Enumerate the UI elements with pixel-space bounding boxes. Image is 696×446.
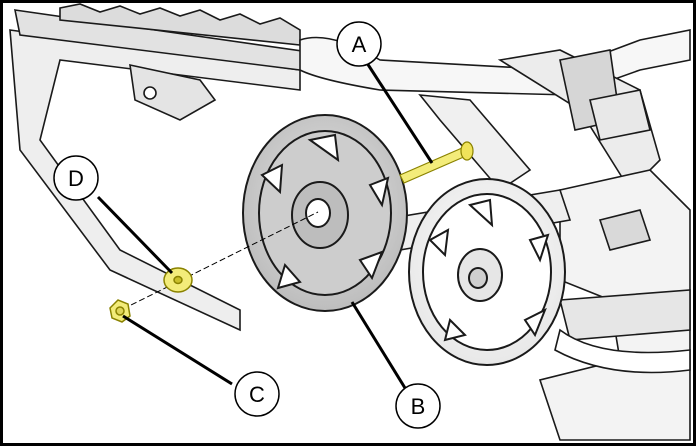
callout-a-label: A — [352, 32, 367, 57]
axle-bolt — [399, 141, 474, 184]
callout-c-label: C — [249, 382, 265, 407]
callout-a: A — [336, 21, 382, 67]
callout-c: C — [234, 371, 280, 417]
leader-line-c — [122, 314, 233, 386]
callout-b: B — [395, 383, 441, 429]
suspension-frame — [9, 3, 691, 441]
callout-d: D — [53, 155, 99, 201]
leader-line-b — [350, 301, 407, 389]
leader-line-a — [365, 62, 434, 164]
leader-lines — [96, 62, 434, 389]
rear-idler-wheel — [408, 178, 566, 366]
callout-b-label: B — [411, 394, 426, 419]
callout-d-label: D — [68, 166, 84, 191]
leader-line-d — [96, 195, 174, 275]
assembly-axis-line — [114, 211, 319, 314]
washer — [163, 267, 193, 293]
idler-wheel — [242, 114, 408, 312]
